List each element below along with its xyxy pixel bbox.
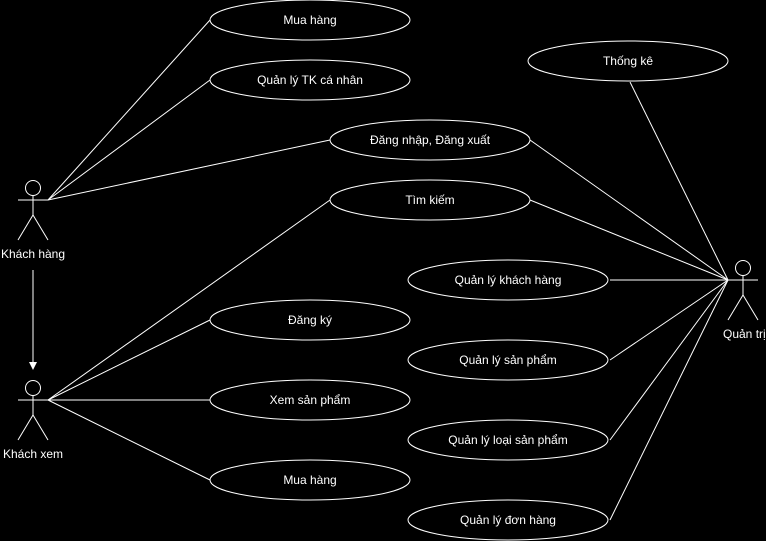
- usecase-label-buy-bottom: Mua hàng: [283, 473, 336, 487]
- usecase-label-manage-orders: Quản lý đơn hàng: [460, 513, 556, 527]
- usecase-label-manage-personal-account: Quản lý TK cá nhân: [257, 73, 363, 87]
- assoc-customer-account: [47, 79, 211, 201]
- usecase-label-view-products: Xem sản phẩm: [270, 393, 351, 407]
- assoc-admin-orders: [609, 279, 729, 521]
- assoc-admin-categories: [609, 279, 729, 441]
- usecase-label-manage-customers: Quản lý khách hàng: [455, 273, 562, 287]
- usecase-manage-personal-account[interactable]: [209, 59, 411, 101]
- actor-guest[interactable]: [17, 380, 49, 441]
- usecase-buy-bottom[interactable]: [209, 459, 411, 501]
- assoc-admin-stats: [629, 81, 729, 281]
- usecase-label-manage-products: Quản lý sản phẩm: [459, 353, 556, 367]
- assoc-customer-login: [47, 139, 331, 201]
- usecase-manage-customers[interactable]: [407, 259, 609, 301]
- actor-guest-label: Khách xem: [3, 447, 63, 461]
- usecase-label-buy-top: Mua hàng: [283, 13, 336, 27]
- actor-admin-head: [735, 260, 751, 276]
- usecase-manage-categories[interactable]: [407, 419, 609, 461]
- associations: [29, 19, 729, 521]
- usecase-label-register: Đăng ký: [288, 313, 332, 327]
- usecase-view-products[interactable]: [209, 379, 411, 421]
- actor-admin[interactable]: [727, 260, 759, 321]
- usecase-search[interactable]: [329, 179, 531, 221]
- usecase-label-manage-categories: Quản lý loại sản phẩm: [448, 433, 567, 447]
- usecase-login-logout[interactable]: [329, 119, 531, 161]
- usecase-label-statistics: Thống kê: [603, 54, 653, 68]
- assoc-guest-buy: [47, 399, 211, 481]
- usecase-register[interactable]: [209, 299, 411, 341]
- assoc-guest-register: [47, 319, 211, 401]
- usecase-manage-orders[interactable]: [407, 499, 609, 541]
- assoc-admin-login: [529, 139, 729, 281]
- assoc-customer-buy: [47, 19, 211, 201]
- actor-customer-label: Khách hàng: [1, 247, 65, 261]
- actor-guest-head: [25, 380, 41, 396]
- actor-customer-head: [25, 180, 41, 196]
- usecase-manage-products[interactable]: [407, 339, 609, 381]
- usecase-buy-top[interactable]: [209, 0, 411, 41]
- actor-admin-label: Quản trị: [723, 327, 766, 341]
- assoc-admin-search: [529, 199, 729, 281]
- usecase-label-login-logout: Đăng nhập, Đăng xuất: [370, 133, 491, 147]
- assoc-admin-products: [609, 279, 729, 361]
- usecase-label-search: Tìm kiếm: [405, 193, 454, 207]
- assoc-guest-search: [47, 199, 331, 401]
- actor-customer[interactable]: [17, 180, 49, 241]
- usecase-statistics[interactable]: [527, 40, 729, 82]
